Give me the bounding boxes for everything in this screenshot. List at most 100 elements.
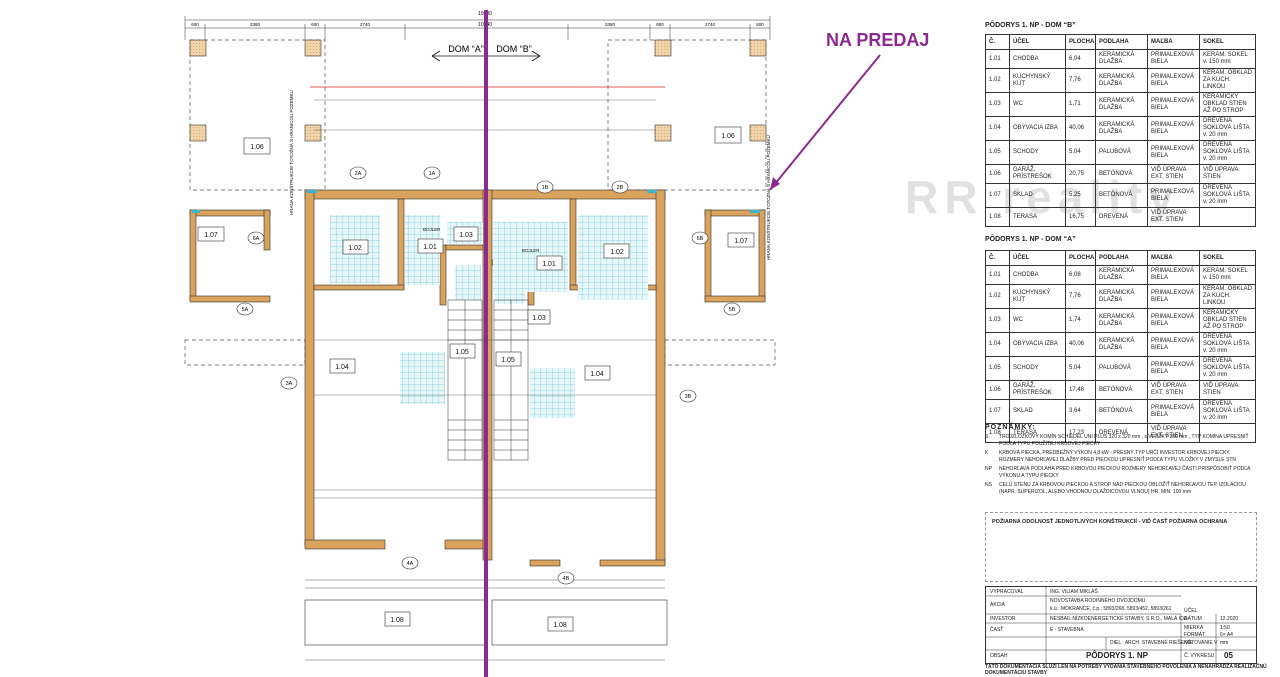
table-cell: DREVENÁ SOKLOVÁ LIŠTA v. 20 mm <box>1199 116 1256 141</box>
axis-6b: 6B <box>697 236 704 242</box>
table-cell: VIĎ ÚPRAVA STIEN <box>1199 380 1256 400</box>
table-cell: KERAMICKÁ DLAŽBA <box>1095 284 1148 309</box>
table-cell: DREVENÁ SOKLOVÁ LIŠTA v. 20 mm <box>1199 356 1256 381</box>
stairs <box>447 299 529 461</box>
table-cell: 16,75 <box>1065 207 1096 227</box>
table-cell: 7,76 <box>1065 284 1096 309</box>
table-header-cell: PLOCHA <box>1065 34 1096 50</box>
table-cell: BETÓNOVÁ <box>1095 183 1148 208</box>
dim-top-1: 600 <box>191 22 199 27</box>
table-header-cell: Č. <box>985 250 1010 266</box>
tb-investor-key: INVESTOR <box>990 616 1016 622</box>
table-cell: KERAMICKÁ DLAŽBA <box>1095 116 1148 141</box>
table-cell: TERASA <box>1009 207 1066 227</box>
tb-cast-value: E - STAVEBNÁ <box>1050 627 1084 633</box>
table-a-title: PÔDORYS 1. NP - DOM “A” <box>985 236 1076 243</box>
table-cell: PRIMALEXOVÁ BIELA <box>1147 284 1200 309</box>
tb-ucel: ÚČEL <box>1184 608 1198 614</box>
tb-mierka-value: 1:50 <box>1220 625 1230 631</box>
room-1.01-b: 1.01 <box>542 261 556 268</box>
table-cell: 1.08 <box>985 423 1010 443</box>
table-cell: 1.08 <box>985 207 1010 227</box>
table-cell: 40,06 <box>1065 332 1096 357</box>
axis-5b: 5B <box>729 307 736 313</box>
table-cell: PRIMALEXOVÁ BIELA <box>1147 308 1200 333</box>
table-cell: PRIMALEXOVÁ BIELA <box>1147 399 1200 424</box>
tb-obsah-value: PÔDORYS 1. NP <box>1086 651 1148 660</box>
table-cell: VIĎ ÚPRAVA EXT. STIEN <box>1147 380 1200 400</box>
tb-cast-key: ČASŤ <box>990 627 1004 633</box>
room-1.05-a: 1.05 <box>455 349 469 356</box>
table-cell: PRIMALEXOVÁ BIELA <box>1147 183 1200 208</box>
dom-b-label: DOM “B” <box>496 44 532 54</box>
axis-5a: 5A <box>242 307 249 313</box>
table-cell: WC <box>1009 308 1066 333</box>
tb-mierka-key: MIERKA <box>1184 625 1204 631</box>
room-1.02-a: 1.02 <box>348 245 362 252</box>
room-1.06-a: 1.06 <box>250 144 264 151</box>
table-cell: 1,74 <box>1065 308 1096 333</box>
table-cell: 1.02 <box>985 284 1010 309</box>
table-cell: PRIMALEXOVÁ BIELA <box>1147 265 1200 285</box>
table-cell: PRIMALEXOVÁ BIELA <box>1147 68 1200 93</box>
table-cell: OBÝVACIA IZBA <box>1009 116 1066 141</box>
table-header-cell: PODLAHA <box>1095 34 1148 50</box>
table-cell: 1.01 <box>985 49 1010 69</box>
table-cell <box>1199 423 1256 443</box>
table-cell: KERAMICKÁ DLAŽBA <box>1095 308 1148 333</box>
room-1.03-b: 1.03 <box>532 315 546 322</box>
table-cell: KERAMICKÁ DLAŽBA <box>1095 332 1148 357</box>
tb-investor-value: NESBAIL NÍZKOENERGETICKÉ STAVBY, S.R.O.,… <box>1050 616 1188 622</box>
table-header-cell: PODLAHA <box>1095 250 1148 266</box>
table-cell: DREVENÁ SOKLOVÁ LIŠTA v. 20 mm <box>1199 399 1256 424</box>
carport-outlines <box>184 39 776 366</box>
table-cell: DREVENÁ SOKLOVÁ LIŠTA v. 20 mm <box>1199 332 1256 357</box>
table-cell: SKLAD <box>1009 183 1066 208</box>
room-tags <box>197 126 755 632</box>
axis-4a: 4A <box>407 561 414 567</box>
tb-vypracoval-key: VYPRACOVAL <box>990 589 1024 595</box>
dim-top-6: 600 <box>656 22 664 27</box>
room-1.07-b: 1.07 <box>734 238 748 245</box>
table-cell: KERAM. SOKEL v. 150 mm <box>1199 265 1256 285</box>
table-cell: GARÁŽ, PRÍSTREŠOK <box>1009 164 1066 184</box>
table-cell: 1.06 <box>985 164 1010 184</box>
table-cell: KERAM. SOKEL v. 150 mm <box>1199 49 1256 69</box>
axis-3b: 3B <box>685 394 692 400</box>
table-b-title: PÔDORYS 1. NP - DOM “B” <box>985 22 1076 29</box>
dim-top-7: 2740 <box>705 22 716 27</box>
table-cell: 5,25 <box>1065 183 1096 208</box>
table-cell: 1.02 <box>985 68 1010 93</box>
table-cell: 1.07 <box>985 183 1010 208</box>
sale-arrowhead <box>770 177 780 190</box>
table-cell: 40,06 <box>1065 116 1096 141</box>
table-header-cell: SOKEL <box>1199 34 1256 50</box>
tb-format-key: FORMÁT <box>1184 632 1206 638</box>
table-cell: BETÓNOVÁ <box>1095 164 1148 184</box>
table-header-cell: MAĽBA <box>1147 34 1200 50</box>
table-cell: VIĎ ÚPRAVA EXT. STIEN <box>1147 164 1200 184</box>
table-cell: CHODBA <box>1009 265 1066 285</box>
table-cell: 5,04 <box>1065 140 1096 165</box>
table-cell: 1.03 <box>985 308 1010 333</box>
room-1.05-b: 1.05 <box>501 357 515 364</box>
axis-1a: 1A <box>429 171 436 177</box>
table-cell: KERAMICKÁ DLAŽBA <box>1095 265 1148 285</box>
table-cell: KERAMICKÁ DLAŽBA <box>1095 68 1148 93</box>
tb-kotovanie-key: KÓTOVANIE V <box>1184 640 1218 646</box>
table-cell: 1.05 <box>985 356 1010 381</box>
table-cell: 5,04 <box>1065 356 1096 381</box>
table-cell: 1.05 <box>985 140 1010 165</box>
